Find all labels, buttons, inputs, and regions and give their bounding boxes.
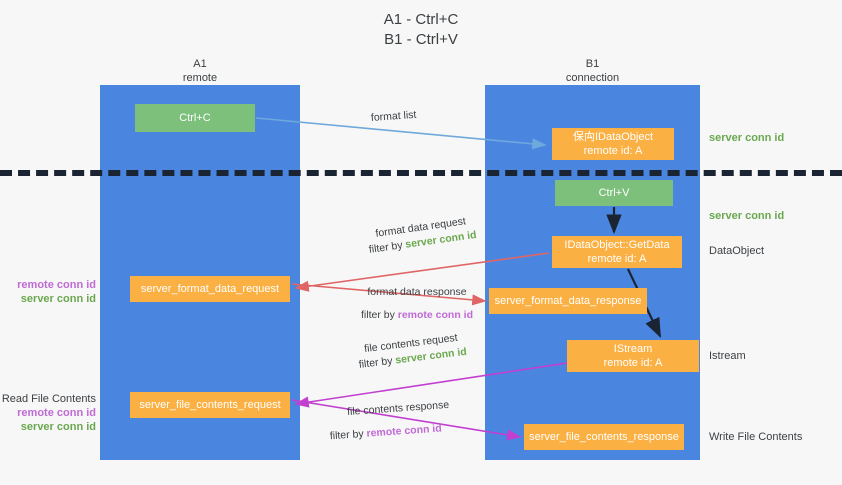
node-ctrl-c[interactable]: Ctrl+C [135, 104, 255, 132]
node-server-file-contents-response[interactable]: server_file_contents_response [524, 424, 684, 450]
node-istream-line2: remote id: A [603, 357, 663, 369]
node-server-format-data-response-label: server_format_data_response [494, 295, 642, 307]
lane-a-name: A1 [193, 58, 207, 70]
filter-prefix: filter by [329, 427, 367, 443]
node-idataobject-clipboard-line2: remote id: A [583, 145, 643, 157]
note-server-conn-id-2: server conn id [20, 421, 96, 433]
filter-prefix: filter by [360, 309, 398, 321]
edge-label-file-contents-response: file contents response filter by remote … [329, 398, 452, 443]
lane-b-subtitle: connection [565, 72, 620, 84]
node-server-format-data-request-label: server_format_data_request [140, 283, 280, 295]
filter-value-remote-conn-id: remote conn id [397, 309, 474, 321]
node-ctrl-c-label: Ctrl+C [179, 112, 211, 124]
node-idataobject-clipboard-line1: 保⽱IDataObject [572, 131, 654, 143]
note-read-file-contents-group: Read File Contents remote conn id server… [0, 392, 96, 434]
edge-label-format-data-response: format data response filter by remote co… [332, 285, 502, 323]
note-write-file-contents: Write File Contents [709, 431, 803, 443]
edge-label-format-list: format list [370, 108, 417, 126]
note-read-file-contents: Read File Contents [1, 393, 96, 405]
note-dataobject: DataObject [709, 245, 765, 257]
node-server-file-contents-request[interactable]: server_file_contents_request [130, 392, 290, 418]
lane-a-subtitle: remote [182, 72, 218, 84]
node-idataobject-clipboard[interactable]: 保⽱IDataObject remote id: A [552, 128, 674, 160]
page-title: A1 - Ctrl+C B1 - Ctrl+V [0, 10, 842, 50]
node-ctrl-v[interactable]: Ctrl+V [555, 180, 673, 206]
phase-divider [0, 170, 842, 176]
edge-label-format-list-text: format list [370, 108, 417, 124]
note-server-conn-id-1: server conn id [20, 293, 96, 305]
node-server-format-data-request[interactable]: server_format_data_request [130, 276, 290, 302]
filter-value-remote-conn-id: remote conn id [366, 422, 443, 440]
edge-label-format-data-response-line1: format data response [367, 286, 467, 298]
filter-prefix: filter by [358, 354, 397, 371]
edge-label-format-data-response-filter: filter by remote conn id [332, 308, 502, 323]
lane-a-header: A1 remote [100, 57, 300, 85]
lane-b-name: B1 [585, 58, 600, 70]
node-ctrl-v-label: Ctrl+V [598, 187, 630, 199]
page-title-line-2: B1 - Ctrl+V [384, 31, 458, 48]
node-server-format-data-response[interactable]: server_format_data_response [489, 288, 647, 314]
note-remote-conn-id-1: remote conn id [17, 279, 96, 291]
edge-label-file-contents-response-filter: filter by remote conn id [320, 421, 451, 445]
node-istream-line1: IStream [613, 343, 653, 355]
node-server-file-contents-response-label: server_file_contents_response [529, 431, 679, 443]
filter-prefix: filter by [368, 238, 407, 256]
note-istream: Istream [709, 350, 746, 362]
edge-label-file-contents-response-line1: file contents response [346, 398, 450, 419]
note-server-conn-id-second: server conn id [709, 210, 785, 222]
edge-label-format-data-request: format data request filter by server con… [366, 213, 478, 258]
note-server-conn-id-top: server conn id [709, 132, 785, 144]
node-getdata-line1: IDataObject::GetData [564, 239, 670, 251]
node-idataobject-getdata[interactable]: IDataObject::GetData remote id: A [552, 236, 682, 268]
node-server-file-contents-request-label: server_file_contents_request [139, 399, 281, 411]
node-istream[interactable]: IStream remote id: A [567, 340, 699, 372]
lane-b-header: B1 connection [485, 57, 700, 85]
note-remote-conn-id-2: remote conn id [17, 407, 96, 419]
node-getdata-line2: remote id: A [587, 253, 647, 265]
page-title-line-1: A1 - Ctrl+C [383, 11, 459, 28]
note-conn-id-format: remote conn id server conn id [0, 278, 96, 306]
edge-label-file-contents-request: file contents request filter by server c… [356, 330, 467, 373]
